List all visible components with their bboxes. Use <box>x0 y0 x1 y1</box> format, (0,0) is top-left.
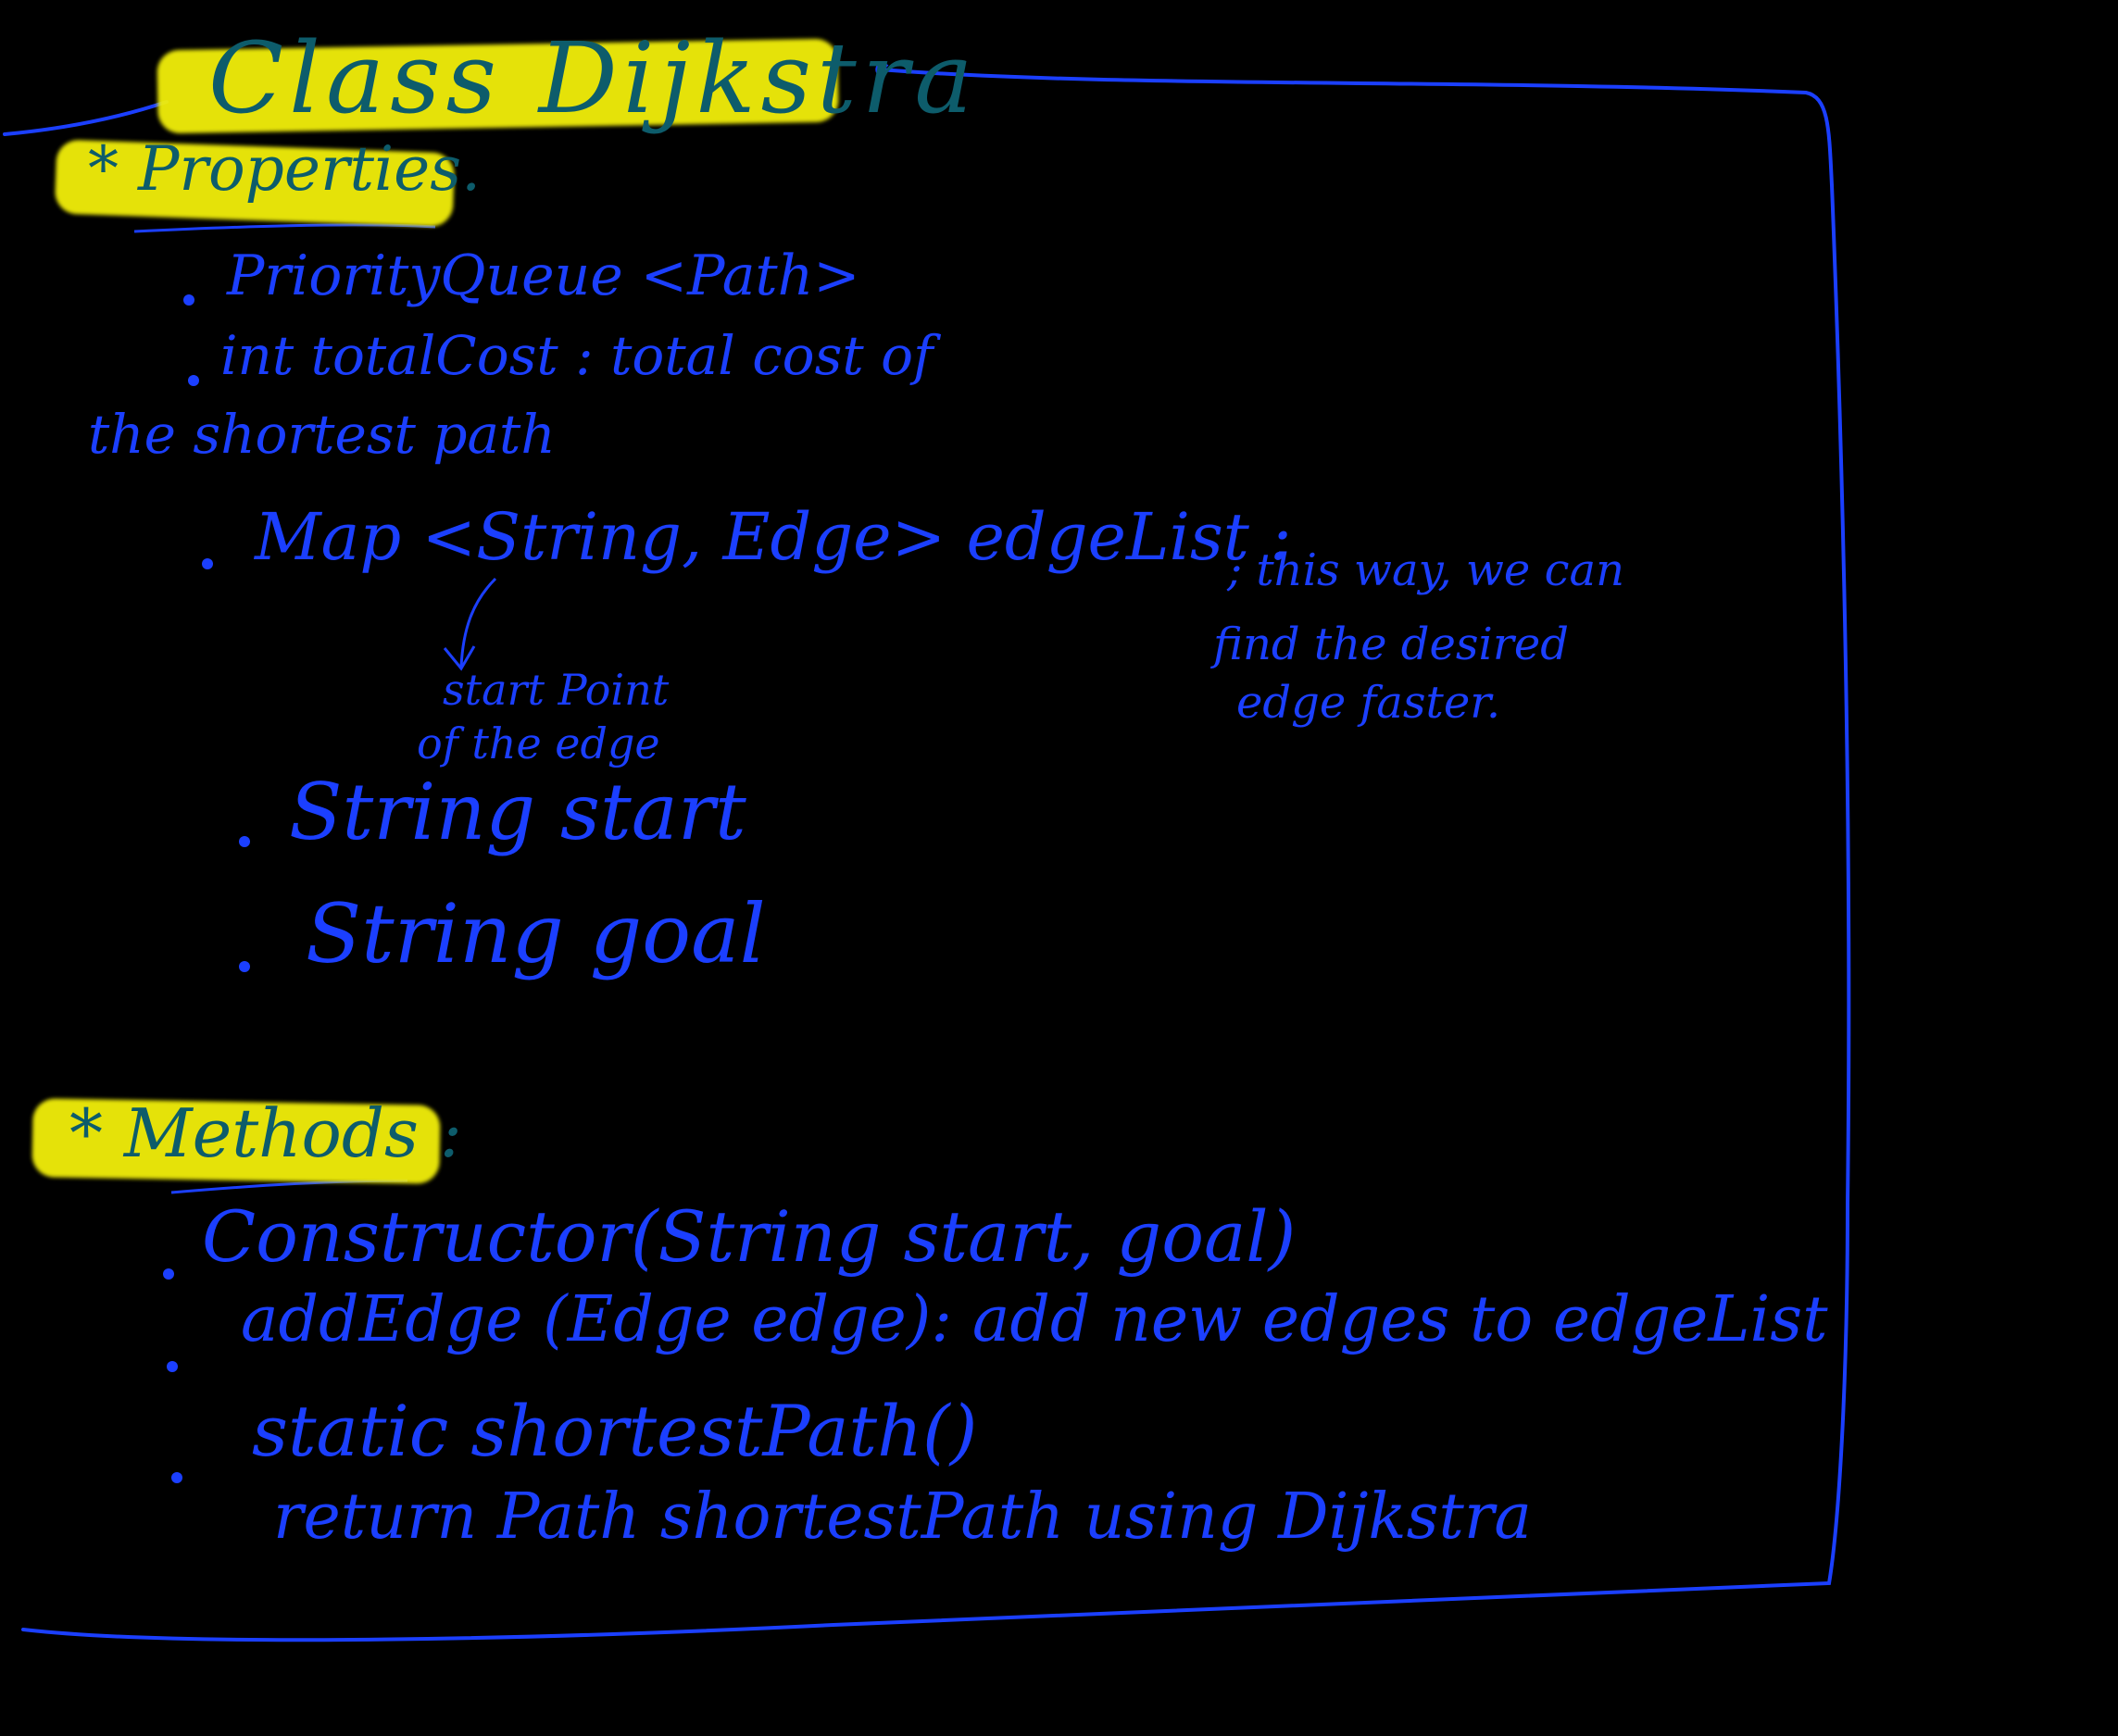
property-total-cost-continued: the shortest path <box>88 403 556 466</box>
start-point-arrow <box>459 577 497 668</box>
bullet-dot <box>167 1361 178 1372</box>
bullet-dot <box>188 375 199 386</box>
property-string-start: String start <box>289 767 746 857</box>
annotation-edge-faster: edge faster. <box>1236 677 1501 729</box>
annotation-of-the-edge: of the edge <box>417 718 660 768</box>
bullet-dot <box>171 1472 182 1483</box>
bullet-dot <box>183 294 194 306</box>
annotation-start-point: start Point <box>443 665 670 715</box>
method-shortest-path: static shortestPath() <box>252 1390 978 1472</box>
bullet-dot <box>239 836 250 847</box>
property-total-cost: int totalCost : total cost of <box>220 324 934 387</box>
property-edge-list: Map <String, Edge> edgeList : <box>255 499 1292 575</box>
title-underline-left <box>3 100 169 136</box>
bullet-dot <box>239 961 250 972</box>
method-add-edge: addEdge (Edge edge): add new edges to ed… <box>241 1283 1828 1356</box>
property-priority-queue: PriorityQueue <Path> <box>227 244 860 308</box>
method-constructor: Constructor(String start, goal) <box>202 1195 1297 1278</box>
start-point-arrowhead <box>443 645 476 671</box>
property-string-goal: String goal <box>306 886 766 981</box>
properties-underline <box>133 223 436 233</box>
annotation-this-way: ; this way, we can <box>1227 544 1624 596</box>
class-title: Class Dijkstra <box>208 21 979 135</box>
class-box-outline <box>21 68 1851 1642</box>
bullet-dot <box>202 558 213 569</box>
method-shortest-path-description: return Path shortestPath using Dijkstra <box>273 1480 1532 1554</box>
annotation-find-desired: find the desired <box>1213 618 1569 670</box>
bullet-dot <box>163 1268 174 1280</box>
title-trailing-squiggle <box>875 62 889 73</box>
properties-heading: * Properties. <box>88 133 482 205</box>
methods-heading: * Methods : <box>69 1094 463 1172</box>
